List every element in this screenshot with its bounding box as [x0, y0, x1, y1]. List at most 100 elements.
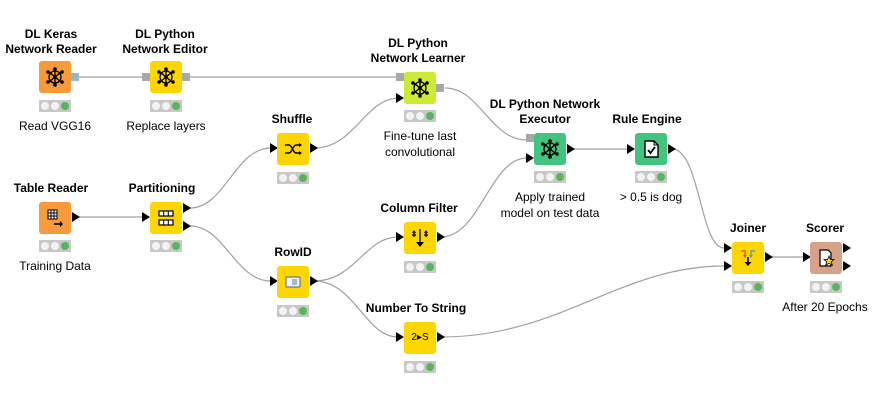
node-joiner[interactable]	[732, 242, 764, 274]
node-network-executor[interactable]	[534, 133, 566, 165]
connection-network-learner-to-network-executor[interactable]	[444, 87, 528, 141]
input-port-data[interactable]	[396, 232, 404, 242]
status-traffic-light	[404, 110, 436, 122]
scorer-icon	[819, 249, 836, 267]
output-port-data[interactable]	[437, 332, 445, 342]
connection-column-filter-to-network-executor[interactable]	[440, 157, 528, 238]
connection-rowid-to-column-filter[interactable]	[313, 236, 399, 282]
connection-number-to-string-to-joiner[interactable]	[440, 265, 725, 338]
node-number-to-string[interactable]: 2▸S	[404, 322, 436, 354]
title-line: Rule Engine	[612, 112, 682, 126]
node-table-reader[interactable]	[39, 202, 71, 234]
annotation-line: Replace layers	[126, 119, 206, 133]
status-traffic-light	[534, 171, 566, 183]
node-title-rowid: RowID	[274, 245, 311, 260]
input-port-data[interactable]	[396, 332, 404, 342]
output-port-model[interactable]	[182, 73, 190, 81]
output-port-data[interactable]	[310, 143, 318, 153]
input-port-model[interactable]	[526, 134, 534, 142]
rowid-icon	[285, 276, 301, 288]
input-port-data[interactable]	[627, 144, 635, 154]
connection-shuffle-to-network-learner[interactable]	[313, 97, 400, 149]
title-line: Shuffle	[271, 112, 313, 126]
partition-icon	[158, 210, 174, 226]
node-rule-engine[interactable]	[635, 133, 667, 165]
node-network-editor[interactable]	[150, 61, 182, 93]
output-port-keras-model[interactable]	[71, 73, 79, 81]
output-port-data[interactable]	[668, 144, 676, 154]
input-port-data-right[interactable]	[724, 261, 732, 271]
output-port-data-second[interactable]	[183, 221, 191, 231]
node-shuffle[interactable]	[277, 133, 309, 165]
connection-rowid-to-number-to-string[interactable]	[313, 280, 399, 338]
title-line: Table Reader	[13, 181, 89, 195]
output-port-data[interactable]	[765, 252, 773, 262]
table-arrow-icon	[47, 209, 63, 227]
node-title-joiner: Joiner	[730, 221, 766, 236]
node-scorer[interactable]	[810, 242, 842, 274]
node-annotation-keras-reader[interactable]: Read VGG16	[19, 118, 91, 134]
input-port-data[interactable]	[526, 153, 534, 163]
annotation-line: Fine-tune last	[383, 129, 457, 143]
connection-partitioning-to-rowid[interactable]	[189, 225, 272, 282]
input-port-data[interactable]	[396, 93, 404, 103]
node-title-scorer: Scorer	[806, 221, 844, 236]
input-port-data[interactable]	[270, 276, 278, 286]
input-port-data-left[interactable]	[724, 243, 732, 253]
annotation-line: model on test data	[500, 206, 600, 220]
title-line: Column Filter	[380, 201, 458, 215]
node-annotation-rule-engine[interactable]: > 0.5 is dog	[620, 189, 682, 205]
output-port-data-first[interactable]	[183, 203, 191, 213]
node-column-filter[interactable]	[404, 222, 436, 254]
input-port-model[interactable]	[142, 73, 150, 81]
network-icon	[46, 67, 64, 87]
network-icon	[157, 67, 175, 87]
input-port-data[interactable]	[142, 212, 150, 222]
title-line: Joiner	[729, 221, 767, 235]
node-title-table-reader: Table Reader	[14, 181, 88, 196]
node-keras-reader[interactable]	[39, 61, 71, 93]
output-port-data-first[interactable]	[843, 243, 851, 253]
node-rowid[interactable]	[277, 266, 309, 298]
annotation-line: After 20 Epochs	[782, 300, 868, 314]
status-traffic-light	[732, 281, 764, 293]
input-port-data[interactable]	[803, 252, 811, 262]
output-port-data[interactable]	[567, 144, 575, 154]
title-line: Scorer	[805, 221, 845, 235]
node-annotation-scorer[interactable]: After 20 Epochs	[782, 299, 867, 315]
connection-rule-engine-to-joiner[interactable]	[671, 148, 725, 249]
node-title-number-to-string: Number To String	[366, 301, 466, 316]
status-traffic-light	[150, 240, 182, 252]
input-port-model[interactable]	[396, 73, 404, 81]
rule-document-icon	[644, 140, 659, 158]
node-annotation-network-editor[interactable]: Replace layers	[126, 118, 205, 134]
title-line: RowID	[274, 245, 312, 259]
title-line: Network Learner	[370, 51, 466, 65]
output-port-data[interactable]	[437, 232, 445, 242]
status-traffic-light	[150, 100, 182, 112]
annotation-line: Read VGG16	[18, 119, 92, 133]
status-traffic-light	[404, 261, 436, 273]
network-icon	[541, 139, 559, 159]
node-annotation-table-reader[interactable]: Training Data	[19, 258, 91, 274]
title-line: Number To String	[365, 301, 467, 315]
number-to-string-icon: 2▸S	[411, 332, 429, 343]
node-title-shuffle: Shuffle	[272, 112, 313, 127]
output-port-data-second[interactable]	[843, 261, 851, 271]
connection-partitioning-to-shuffle[interactable]	[189, 147, 272, 209]
status-traffic-light	[39, 100, 71, 112]
output-port-model[interactable]	[436, 84, 444, 92]
annotation-line: > 0.5 is dog	[619, 190, 683, 204]
status-traffic-light	[277, 172, 309, 184]
input-port-data[interactable]	[270, 143, 278, 153]
node-network-learner[interactable]	[404, 72, 436, 104]
output-port-data[interactable]	[72, 212, 80, 222]
node-partitioning[interactable]	[150, 202, 182, 234]
output-port-data[interactable]	[310, 276, 318, 286]
